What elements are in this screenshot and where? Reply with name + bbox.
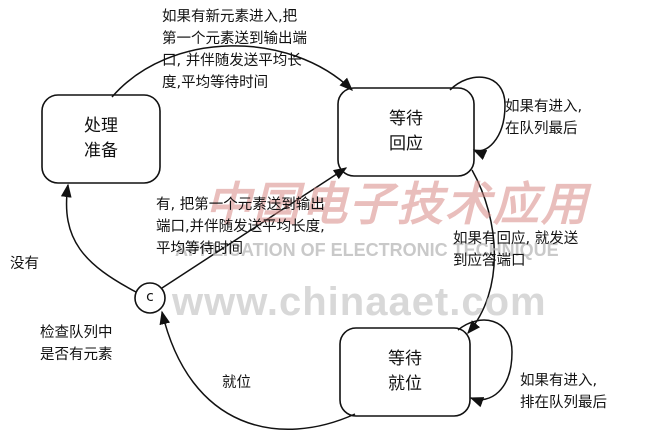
edge-wait-ready-self-loop xyxy=(457,319,513,408)
wait-reply-node-label: 等待 回应 xyxy=(389,109,423,154)
label-reply-to-ready: 如果有回应, 就发送 到应答端口 xyxy=(453,231,579,269)
wait-ready-node-label: 等待 就位 xyxy=(388,349,422,394)
edge-check-to-prepare xyxy=(60,183,137,293)
edge-wait-reply-self-loop xyxy=(449,76,506,160)
prepare-node-label: 处理 准备 xyxy=(84,116,118,161)
label-ready-to-check: 就位 xyxy=(222,375,251,391)
label-top-arc: 如果有新元素进入,把 第一个元素送到输出端 口, 并伴随发送平均长 度,平均等待… xyxy=(162,9,307,91)
prepare-node xyxy=(41,94,161,184)
label-wait-reply-self: 如果有进入, 在队列最后 xyxy=(505,99,583,137)
label-check-to-prepare: 没有 xyxy=(10,256,39,272)
label-wait-ready-self: 如果有进入, 排在队列最后 xyxy=(520,373,607,411)
wait-ready-node xyxy=(339,327,471,417)
watermark-url: www.chinaaet.com xyxy=(172,280,547,324)
edge-prepare-to-wait-reply xyxy=(111,45,353,98)
wait-reply-node xyxy=(337,87,475,177)
check-node-label: c xyxy=(146,289,154,305)
edge-wait-ready-to-check xyxy=(159,310,356,431)
edge-wait-reply-to-wait-ready xyxy=(467,169,496,335)
check-node xyxy=(134,282,166,314)
watermark-chinese: 中国电子技术应用 xyxy=(205,177,589,231)
watermark-english: APPLICATION OF ELECTRONIC TECHNIQUE xyxy=(175,240,559,260)
label-check-caption: 检查队列中 是否有元素 xyxy=(40,325,113,363)
edge-check-to-wait-reply xyxy=(161,167,348,289)
label-check-to-reply: 有, 把第一个元素送到输出 端口,并伴随发送平均长度, 平均等待时间 xyxy=(156,197,325,257)
